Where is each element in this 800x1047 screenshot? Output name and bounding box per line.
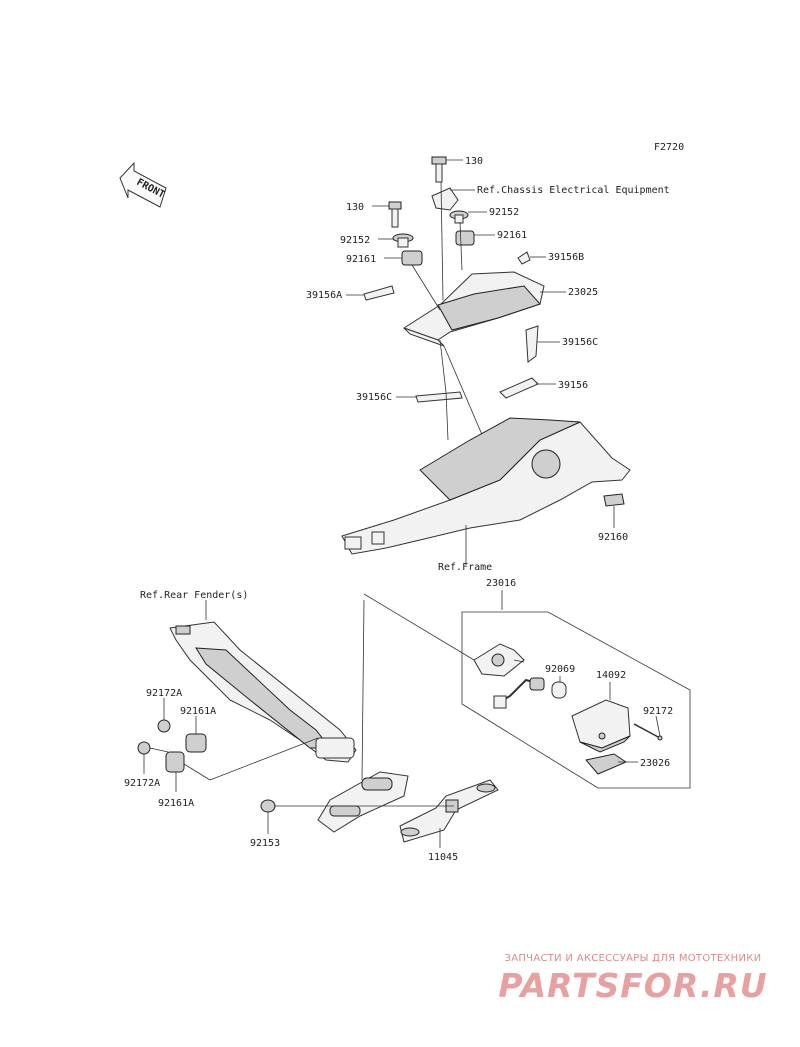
lamp-socket[interactable] <box>493 677 545 709</box>
label-92172A-bottom: 92172A <box>124 778 160 789</box>
pad-23026[interactable] <box>585 753 628 775</box>
watermark-tagline: ЗАПЧАСТИ И АКСЕССУАРЫ ДЛЯ МОТОТЕХНИКИ <box>504 953 762 964</box>
washer-92172A-top[interactable] <box>157 719 171 733</box>
collar-92152-left[interactable] <box>392 233 414 248</box>
pad-92160[interactable] <box>603 493 625 507</box>
bolt-130-left[interactable] <box>388 201 402 228</box>
label-92172A-top: 92172A <box>146 688 182 699</box>
rear-frame[interactable] <box>341 417 631 555</box>
label-130-top: 130 <box>465 156 483 167</box>
label-92161A-top: 92161A <box>180 706 216 717</box>
label-39156C-left: 39156C <box>356 392 392 403</box>
label-39156C-right: 39156C <box>562 337 598 348</box>
label-92172: 92172 <box>643 706 673 717</box>
label-92069: 92069 <box>545 664 575 675</box>
bolt-130-top[interactable] <box>431 156 447 183</box>
watermark-logo: PARTSFOR.RU <box>498 966 768 1005</box>
label-92152-left: 92152 <box>340 235 370 246</box>
pad-39156[interactable] <box>499 377 539 399</box>
label-ref-frame: Ref.Frame <box>438 562 492 573</box>
damper-92161A-top[interactable] <box>185 733 207 753</box>
license-bracket[interactable] <box>317 771 409 833</box>
label-23026: 23026 <box>640 758 670 769</box>
label-11045: 11045 <box>428 852 458 863</box>
collar-92152-right[interactable] <box>449 210 469 224</box>
pad-39156C-right[interactable] <box>525 325 539 363</box>
label-92153: 92153 <box>250 838 280 849</box>
label-130-left: 130 <box>346 202 364 213</box>
damper-92161A-bottom[interactable] <box>165 751 185 773</box>
damper-92161-right[interactable] <box>455 230 475 246</box>
figure-code: F2720 <box>654 142 684 153</box>
lens-14092[interactable] <box>571 699 631 753</box>
bulb-92069[interactable] <box>551 681 567 699</box>
label-92161-right: 92161 <box>497 230 527 241</box>
label-39156A: 39156A <box>306 290 342 301</box>
label-92161-left: 92161 <box>346 254 376 265</box>
label-14092: 14092 <box>596 670 626 681</box>
label-92160: 92160 <box>598 532 628 543</box>
front-arrow-icon: FRONT <box>119 161 167 208</box>
pad-39156B[interactable] <box>517 251 531 265</box>
rear-fender-bracket[interactable] <box>169 621 357 763</box>
washer-92172A-bottom[interactable] <box>137 741 169 755</box>
label-39156: 39156 <box>558 380 588 391</box>
lamp-base-23016[interactable] <box>473 643 525 677</box>
pad-39156A[interactable] <box>363 285 395 301</box>
label-39156B: 39156B <box>548 252 584 263</box>
label-92152-right: 92152 <box>489 207 519 218</box>
label-92161A-bottom: 92161A <box>158 798 194 809</box>
label-23025: 23025 <box>568 287 598 298</box>
damper-92161-left[interactable] <box>401 250 423 266</box>
screw-92172[interactable] <box>633 723 663 741</box>
chassis-electrical-bracket[interactable] <box>431 187 459 211</box>
pad-39156C-left[interactable] <box>415 391 463 403</box>
label-23016: 23016 <box>486 578 516 589</box>
bolt-92153[interactable] <box>260 799 276 813</box>
seat-cowl-23025[interactable] <box>402 271 545 347</box>
label-ref-rear-fender: Ref.Rear Fender(s) <box>140 590 248 601</box>
label-ref-chassis: Ref.Chassis Electrical Equipment <box>477 185 670 196</box>
plate-holder-11045[interactable] <box>399 779 499 843</box>
